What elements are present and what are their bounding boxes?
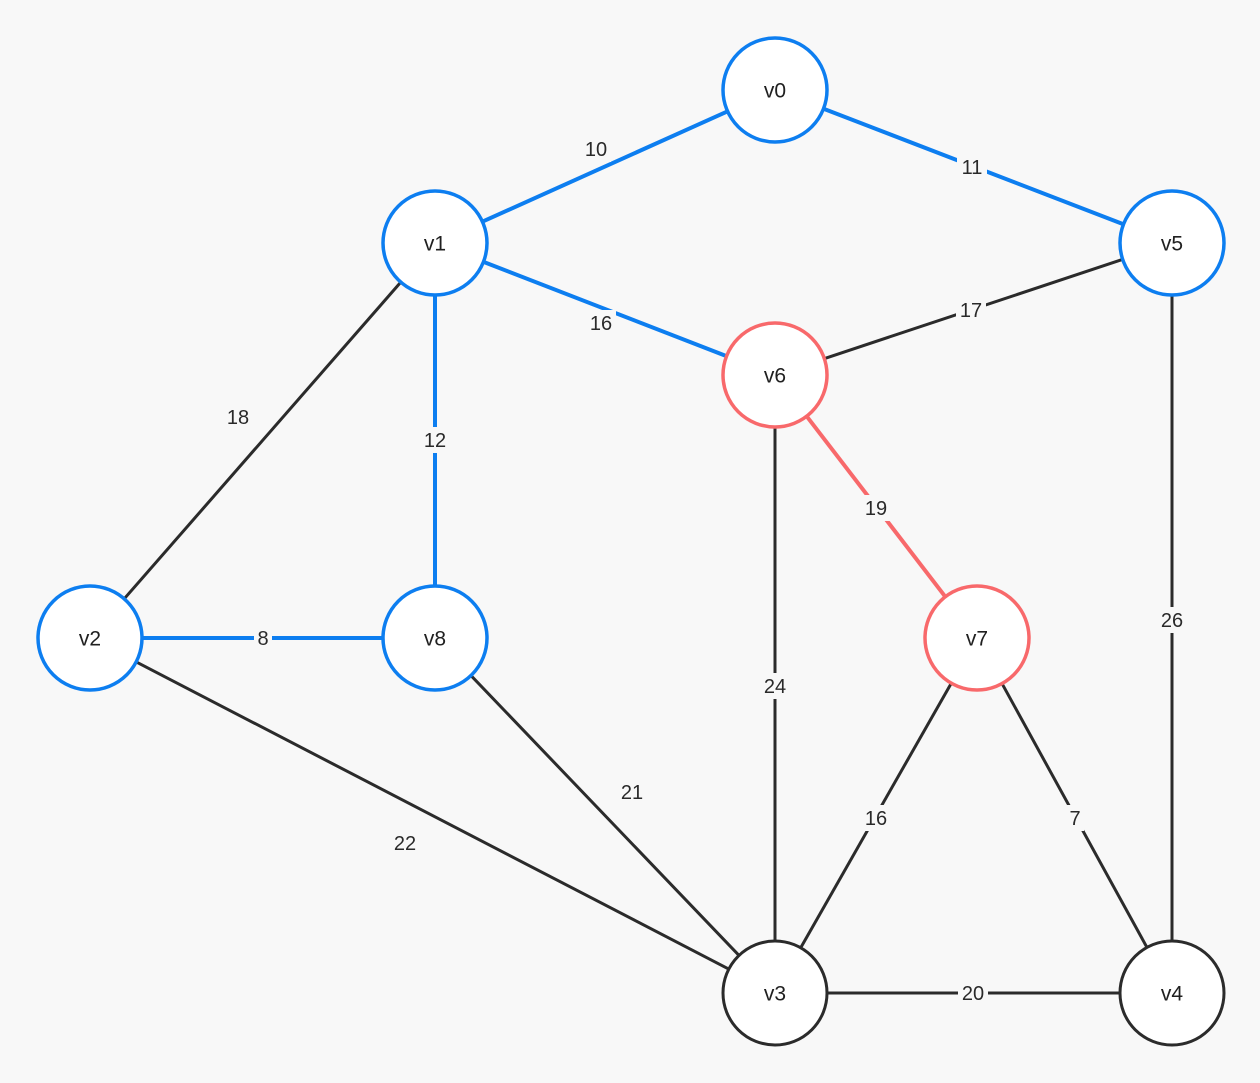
edge-weight-label-v3-v4: 20 xyxy=(962,983,984,1005)
edge-weight-label-v6-v3: 24 xyxy=(764,676,786,698)
edge-weight-label-v5-v4: 26 xyxy=(1161,610,1183,632)
edge-label-background xyxy=(956,297,986,323)
edge-weight-label-v0-v5: 11 xyxy=(962,157,983,179)
edge-label-background xyxy=(390,830,420,856)
edge-label-background xyxy=(223,404,253,430)
edge-label-background xyxy=(1157,607,1187,633)
edges-layer xyxy=(122,106,1174,995)
graph-node-label-v3: v3 xyxy=(764,983,786,1006)
edge-labels-layer: 10 11 16 17 18 12 19 8 26 24 21 22 16 7 20 xyxy=(223,136,1187,1006)
edge-label-background xyxy=(760,673,790,699)
graph-edge-v1-v2[interactable] xyxy=(122,280,403,601)
graph-node-v5[interactable] xyxy=(1118,189,1226,297)
edge-label-background xyxy=(861,495,891,521)
edge-weight-label-v2-v8: 8 xyxy=(257,628,268,650)
nodes-layer: v0 v1 v5 v6 v2 v8 v7 v3 v4 xyxy=(36,36,1226,1047)
graph-node-v8[interactable] xyxy=(381,584,489,692)
edge-weight-label-v2-v3: 22 xyxy=(394,833,416,855)
edge-label-background xyxy=(861,805,891,831)
graph-node-label-v5: v5 xyxy=(1161,233,1183,256)
graph-edge-v8-v3[interactable] xyxy=(469,673,741,958)
graph-node-v7[interactable] xyxy=(923,584,1031,692)
edge-weight-label-v1-v0: 10 xyxy=(585,139,607,161)
graph-node-label-v6: v6 xyxy=(764,365,786,388)
graph-node-v0[interactable] xyxy=(721,36,829,144)
edge-weight-label-v1-v6: 16 xyxy=(590,313,612,335)
edge-weight-label-v7-v4: 7 xyxy=(1069,808,1080,830)
edge-label-background xyxy=(420,427,450,453)
graph-node-label-v2: v2 xyxy=(79,628,101,651)
graph-edge-v2-v3[interactable] xyxy=(134,660,731,971)
edge-weight-label-v6-v5: 17 xyxy=(960,300,982,322)
graph-node-v3[interactable] xyxy=(721,939,829,1047)
edge-label-background xyxy=(581,136,611,162)
edge-label-background xyxy=(1066,805,1084,831)
edge-weight-label-v6-v7: 19 xyxy=(865,498,887,520)
edge-label-background xyxy=(958,980,988,1006)
edge-weight-label-v8-v3: 21 xyxy=(621,782,643,804)
graph-node-label-v4: v4 xyxy=(1161,983,1184,1006)
edge-label-background xyxy=(254,625,272,651)
graph-node-v4[interactable] xyxy=(1118,939,1226,1047)
graph-node-v1[interactable] xyxy=(381,189,489,297)
graph-node-label-v8: v8 xyxy=(424,628,446,651)
graph-node-label-v1: v1 xyxy=(424,233,446,256)
edge-weight-label-v1-v2: 18 xyxy=(227,407,249,429)
graph-edge-v1-v6[interactable] xyxy=(481,259,729,359)
edge-weight-label-v1-v8: 12 xyxy=(424,430,446,452)
graph-node-v6[interactable] xyxy=(721,321,829,429)
graph-node-v2[interactable] xyxy=(36,584,144,692)
edge-label-background xyxy=(617,779,647,805)
edge-label-background xyxy=(957,154,987,180)
graph-edge-v1-v0[interactable] xyxy=(480,109,730,224)
edge-label-background xyxy=(586,310,616,336)
edge-weight-label-v7-v3: 16 xyxy=(865,808,887,830)
graph-node-label-v0: v0 xyxy=(764,80,786,103)
graph-node-label-v7: v7 xyxy=(966,628,988,651)
